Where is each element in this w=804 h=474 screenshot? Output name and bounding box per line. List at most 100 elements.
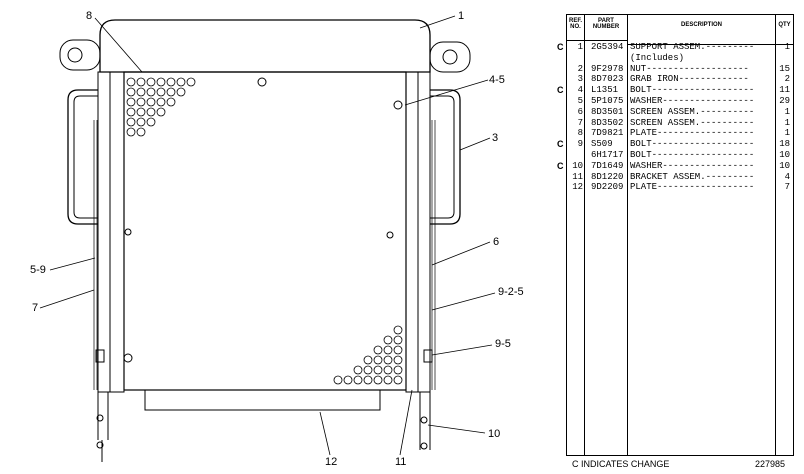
cell-c: C bbox=[557, 42, 564, 52]
table-row: 12 9D2209 PLATE------------------ 7 bbox=[567, 182, 793, 193]
cell-part: 7D9821 bbox=[591, 128, 624, 139]
table-row: 7 8D3502 SCREEN ASSEM.---------- 1 bbox=[567, 118, 793, 129]
lifting-lug-right bbox=[429, 41, 471, 73]
header-qty: QTY bbox=[776, 15, 793, 45]
cell-desc: BOLT------------------- bbox=[630, 139, 755, 150]
callout-10: 10 bbox=[488, 428, 501, 440]
cell-ref: 4 bbox=[577, 85, 583, 96]
leader-lines bbox=[39, 15, 496, 456]
cell-ref: 8 bbox=[577, 128, 583, 139]
cell-part: 9F2978 bbox=[591, 63, 624, 74]
callout-9-2-5: 9-2-5 bbox=[498, 286, 524, 298]
grab-iron-right bbox=[430, 89, 461, 225]
cell-part: 8D3501 bbox=[591, 106, 624, 117]
table-row: 8 7D9821 PLATE------------------ 1 bbox=[567, 128, 793, 139]
cell-desc: WASHER----------------- bbox=[630, 160, 755, 171]
cell-part: 9D2209 bbox=[591, 182, 624, 193]
cell-part: L1351 bbox=[591, 85, 619, 96]
table-row: C 4 L1351 BOLT------------------- 11 bbox=[557, 85, 793, 96]
cell-desc: SCREEN ASSEM.---------- bbox=[630, 106, 755, 117]
perforations-bottom-right bbox=[333, 325, 403, 385]
cell-c: C bbox=[557, 85, 564, 96]
change-indicator-note: C INDICATES CHANGE bbox=[572, 459, 670, 469]
cell-qty: 1 bbox=[784, 128, 790, 139]
cell-desc: PLATE------------------ bbox=[630, 128, 755, 139]
header-ref-no: REF. NO. bbox=[567, 15, 584, 41]
cell-qty: 10 bbox=[779, 160, 790, 171]
cell-desc: WASHER----------------- bbox=[630, 96, 755, 106]
lifting-lug-left bbox=[59, 39, 101, 71]
cell-desc: BOLT------------------- bbox=[630, 150, 755, 160]
cell-qty: 4 bbox=[784, 171, 790, 182]
cell-part: 8D7023 bbox=[591, 74, 624, 85]
main-screen-panel bbox=[123, 71, 407, 391]
callout-5-9: 5-9 bbox=[30, 264, 46, 276]
table-row: 2 9F2978 NUT------------------- 15 bbox=[567, 64, 793, 75]
drawing-number: 227985 bbox=[755, 459, 786, 469]
callout-7: 7 bbox=[32, 302, 39, 314]
cell-ref: 11 bbox=[572, 171, 583, 182]
cell-qty: 1 bbox=[784, 117, 790, 128]
table-row: C 9 S509 BOLT------------------- 18 bbox=[557, 139, 793, 150]
cell-qty: 1 bbox=[784, 42, 790, 52]
cell-desc: NUT------------------- bbox=[630, 63, 749, 74]
cell-c: C bbox=[557, 160, 564, 171]
cell-part: 8D3502 bbox=[591, 117, 624, 128]
table-row: C 10 7D1649 WASHER----------------- 10 bbox=[557, 160, 793, 172]
cell-part: 6H1717 bbox=[591, 150, 624, 160]
cell-part: 5P1075 bbox=[591, 96, 624, 106]
cell-qty: 2 bbox=[784, 74, 790, 85]
table-row: 6H1717 BOLT------------------- 10 bbox=[567, 150, 793, 161]
callout-8: 8 bbox=[86, 10, 93, 22]
cell-qty: 15 bbox=[779, 63, 790, 74]
cell-desc: BOLT------------------- bbox=[630, 85, 755, 96]
cell-ref: 10 bbox=[572, 160, 583, 171]
exploded-view-drawing bbox=[39, 15, 496, 462]
callout-4-5: 4-5 bbox=[489, 74, 505, 86]
grab-iron-left bbox=[67, 89, 98, 225]
table-row: 11 8D1220 BRACKET ASSEM.--------- 4 bbox=[567, 172, 793, 183]
cell-desc: BRACKET ASSEM.--------- bbox=[630, 171, 755, 182]
callout-11: 11 bbox=[395, 456, 407, 468]
side-screen-right bbox=[431, 120, 436, 390]
callout-1: 1 bbox=[458, 10, 465, 22]
cell-desc: SUPPORT ASSEM.--------- bbox=[630, 42, 755, 52]
panel-bolts bbox=[123, 77, 403, 363]
cell-part: S509 bbox=[591, 139, 613, 150]
cell-qty: 10 bbox=[779, 150, 790, 160]
cell-ref: 9 bbox=[577, 139, 583, 150]
cell-ref: 3 bbox=[577, 74, 583, 85]
table-row: (Includes) bbox=[567, 53, 793, 64]
cell-qty: 7 bbox=[784, 182, 790, 193]
header-description: DESCRIPTION bbox=[628, 15, 775, 45]
cell-ref: 12 bbox=[572, 182, 583, 193]
cell-desc: SCREEN ASSEM.---------- bbox=[630, 117, 755, 128]
cell-ref: 5 bbox=[577, 96, 583, 106]
cell-part: 2G5394 bbox=[591, 42, 624, 52]
cell-ref: 6 bbox=[577, 106, 583, 117]
header-part-number: PART NUMBER bbox=[585, 15, 627, 41]
cell-part: 8D1220 bbox=[591, 171, 624, 182]
cell-desc: PLATE------------------ bbox=[630, 182, 755, 193]
callout-6: 6 bbox=[493, 236, 500, 248]
table-row: C 1 2G5394 SUPPORT ASSEM.--------- 1 bbox=[557, 42, 793, 53]
cell-qty: 1 bbox=[784, 106, 790, 117]
callout-9-5: 9-5 bbox=[495, 338, 511, 350]
table-row: 6 8D3501 SCREEN ASSEM.---------- 1 bbox=[567, 107, 793, 118]
cell-qty: 11 bbox=[779, 85, 790, 96]
cell-qty: 18 bbox=[779, 139, 790, 150]
cell-ref: 1 bbox=[577, 42, 583, 52]
callout-3: 3 bbox=[492, 132, 499, 144]
cell-c: C bbox=[557, 139, 564, 150]
cell-ref: 2 bbox=[577, 63, 583, 74]
top-plate bbox=[99, 19, 431, 73]
cell-part: 7D1649 bbox=[591, 160, 624, 171]
bottom-brackets bbox=[95, 349, 433, 462]
cell-ref: 7 bbox=[577, 117, 583, 128]
bottom-plate bbox=[144, 390, 381, 411]
callout-12: 12 bbox=[325, 456, 338, 468]
cell-desc: (Includes) bbox=[630, 52, 685, 63]
